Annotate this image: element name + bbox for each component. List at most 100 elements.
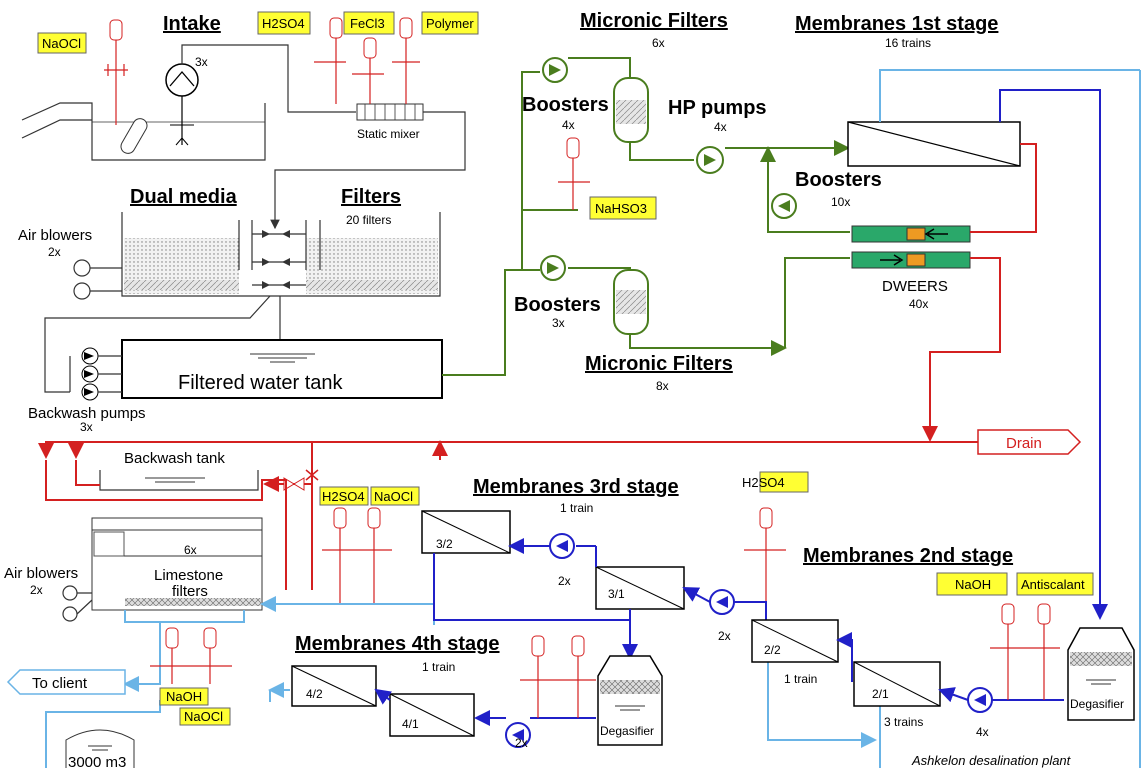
drain-arrow [977, 429, 1082, 455]
drain-line: Drain [38, 429, 1082, 460]
intake-to-mixer-line [181, 44, 356, 113]
fecl3-tag: FeCl3 [350, 16, 385, 31]
naocl-bottom-tank-icon [203, 627, 217, 649]
m4-dosing-lines [520, 656, 596, 718]
membranes-3rd-stage: Membranes 3rd stage 1 train 3/2 3/1 2x [421, 476, 685, 660]
filtered-water-tank-box [121, 339, 443, 399]
dual-media-filters: Dual media Filters 20 filters Air blower… [18, 186, 441, 393]
degasifier-right-vessel [1067, 627, 1135, 721]
intake-chem-pumps-icon [314, 61, 420, 75]
membranes-4th-title: Membranes 4th stage [295, 633, 500, 655]
mid-dosing-lines [322, 528, 392, 604]
nahso3-dosing-lines [558, 158, 590, 210]
m3-pump-count: 2x [558, 574, 571, 588]
backwash-tank: Backwash tank [45, 442, 319, 590]
h2so4-right-tank-icon [759, 507, 773, 529]
micronic-bottom-out [629, 333, 787, 356]
dual-media-title: Dual media [130, 186, 238, 208]
air-blower-bottom-icon [62, 585, 78, 622]
h2so4-tag-right: H2SO4 [742, 475, 785, 490]
h2so4-dosing-tank-icon [329, 17, 343, 39]
right-dosing-lines [990, 624, 1060, 700]
polymer-tag: Polymer [426, 16, 474, 31]
air-blower-top-lines [90, 267, 122, 292]
m3-a-label: 3/2 [436, 537, 453, 551]
intake-pump-impeller [169, 71, 195, 87]
dweer-to-drain [922, 257, 1001, 442]
membranes-1st-title: Membranes 1st stage [795, 13, 998, 35]
backwash-valve-2-icon [283, 477, 305, 491]
backwash-tank-red-in [75, 460, 100, 486]
degasifier-right-label: Degasifier [1070, 697, 1124, 711]
membranes-2nd-title: Membranes 2nd stage [803, 545, 1013, 567]
nahso3-dosing-tank-icon [566, 137, 580, 159]
micronic-filter-top-media [616, 100, 646, 124]
backwash-tank-box [99, 470, 259, 491]
hp-pumps-count: 4x [714, 120, 727, 134]
static-mixer-elements [364, 104, 416, 120]
fecl3-dosing-tank-icon [363, 37, 377, 59]
micronic-top-count: 6x [652, 36, 665, 50]
air-blowers-bottom-label: Air blowers [4, 565, 78, 582]
limestone-bed [125, 598, 261, 606]
mixer-to-filters-line [270, 111, 466, 230]
naocl-tag-mid: NaOCl [374, 489, 413, 504]
m4-chem-tank-1-icon [531, 635, 545, 657]
air-blower-top-icon [73, 259, 91, 300]
filter-valves-icon [262, 230, 290, 289]
degasifier-center-vessel [597, 655, 663, 746]
naoh-tag-right: NaOH [955, 577, 991, 592]
intake-chem-lines [335, 38, 407, 104]
product-feed-to-limestone [268, 603, 435, 625]
dweers-count: 40x [909, 297, 928, 311]
membranes-2nd-stage: Membranes 2nd stage H2SO4 2x 2/2 1 train… [682, 471, 1135, 739]
air-blowers-bottom-count: 2x [30, 583, 43, 597]
m3-b-label: 3/1 [608, 587, 625, 601]
m1-permeate-light [879, 69, 1140, 122]
booster-top-to-micronic [568, 57, 631, 78]
micronic-filter-bottom-media [616, 290, 646, 314]
limestone-count: 6x [184, 543, 197, 557]
micronic-filters-top-title: Micronic Filters [580, 10, 728, 32]
m2-train-a: 1 train [784, 672, 817, 686]
dweer-2-arrow-icon [880, 254, 904, 266]
filter-gravel-left [124, 280, 239, 290]
boosters-mid-label: Boosters [795, 169, 882, 191]
chemical-tags-middle: H2SO4 NaOCl [319, 486, 420, 604]
air-blower-bottom-lines [76, 592, 93, 615]
storage-tank [65, 729, 135, 768]
m2-pump-count: 2x [718, 629, 731, 643]
boosters-low-label: Boosters [514, 294, 601, 316]
boosters-low-count: 3x [552, 316, 565, 330]
degasifier-center-media [600, 680, 660, 694]
m2-stage-link [836, 632, 853, 682]
naoh-tag-bottom: NaOH [166, 689, 202, 704]
membrane-1st-diagonal [847, 121, 1021, 167]
filter-manifolds [252, 233, 306, 286]
feed-water-lines [442, 57, 850, 376]
naocl-mid-tank-icon [367, 507, 381, 529]
boosters-mid-count: 10x [831, 195, 850, 209]
membranes-1st-trains: 16 trains [885, 36, 931, 50]
dweer-1-piston [906, 227, 926, 241]
filter-vessel [121, 212, 441, 297]
polymer-dosing-tank-icon [399, 17, 413, 39]
naocl-dosing-pumps-icon [104, 64, 128, 76]
degasifier-center-label: Degasifier [600, 724, 654, 738]
membranes-1st-stage: Membranes 1st stage 16 trains DWEERS 40x [795, 13, 1140, 620]
m2-product-line [767, 660, 877, 748]
to-client-arrow [6, 669, 126, 695]
antiscalant-tag: Antiscalant [1021, 577, 1085, 592]
membranes-4th-trains: 1 train [422, 660, 455, 674]
to-client: To client NaOH NaOCl 3000 m3 [6, 627, 232, 768]
hp-pumps-label: HP pumps [668, 97, 767, 119]
nahso3-tag: NaHSO3 [595, 201, 647, 216]
h2so4-tag-mid: H2SO4 [322, 489, 365, 504]
filter-channel-walls [238, 220, 321, 270]
filters-count: 20 filters [346, 213, 391, 227]
h2so4-tag-top: H2SO4 [262, 16, 305, 31]
upper-equipment: Boosters 4x HP pumps 4x Boosters 10x Boo… [514, 10, 882, 393]
micronic-bottom-count: 8x [656, 379, 669, 393]
to-client-line [123, 622, 161, 692]
